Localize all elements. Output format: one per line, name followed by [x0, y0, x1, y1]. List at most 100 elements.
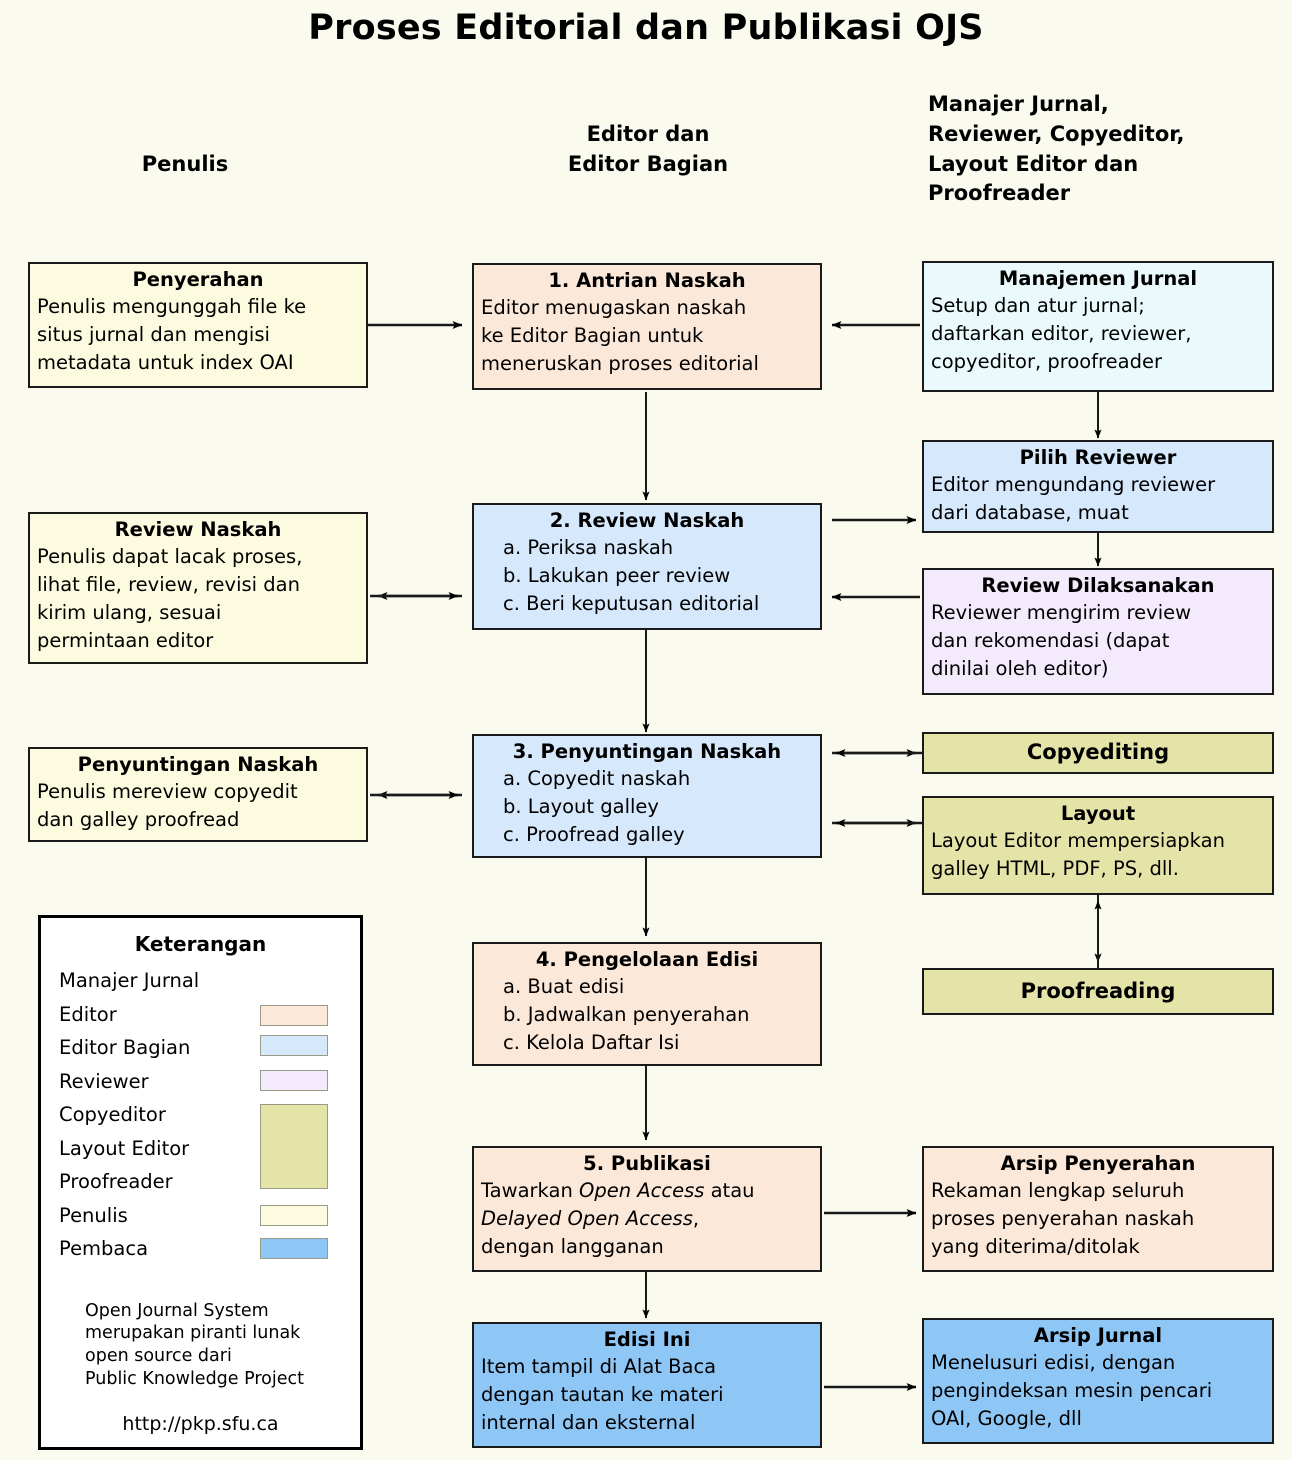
box-layout[interactable]: Layout Layout Editor mempersiapkan galle… — [922, 796, 1274, 895]
box-penyuntingan-naskah-title: 3. Penyuntingan Naskah — [512, 740, 782, 763]
box-review-naskah-penulis-title: Review Naskah — [114, 518, 282, 541]
column-header-staff-line2: Reviewer, Copyeditor, — [928, 121, 1185, 146]
box-edisi-ini[interactable]: Edisi Ini Item tampil di Alat Baca denga… — [472, 1322, 822, 1448]
legend-label-layout-editor: Layout Editor — [59, 1136, 190, 1160]
box-copyediting-title: Copyediting — [1026, 740, 1170, 765]
box-manajemen-jurnal[interactable]: Manajemen Jurnal Setup dan atur jurnal; … — [922, 261, 1274, 392]
box-review-dilaksanakan-line1: Reviewer mengirim review — [931, 601, 1192, 625]
box-penyuntingan-naskah-line1: a. Copyedit naskah — [503, 767, 691, 791]
column-header-staff-line1: Manajer Jurnal, — [928, 92, 1109, 116]
box-edisi-ini-line1: Item tampil di Alat Baca — [481, 1355, 717, 1379]
legend-panel: Keterangan Manajer Jurnal Editor Editor … — [38, 915, 363, 1450]
legend-label-editor-bagian: Editor Bagian — [59, 1036, 191, 1059]
legend-label-copyeditor: Copyeditor — [59, 1103, 166, 1126]
box-antrian-naskah-line3: meneruskan proses editorial — [481, 352, 759, 376]
column-header-editor: Editor dan Editor Bagian — [500, 120, 796, 180]
legend-item-penulis: Penulis — [41, 1199, 360, 1233]
box-publikasi-line2-b: , — [692, 1207, 700, 1231]
legend-item-copyeditor: Copyeditor — [41, 1098, 360, 1189]
legend-item-pembaca: Pembaca — [41, 1232, 360, 1266]
column-header-editor-line2: Editor Bagian — [567, 151, 729, 176]
box-antrian-naskah-line2: ke Editor Bagian untuk — [481, 324, 704, 348]
box-pengelolaan-edisi-line2: b. Jadwalkan penyerahan — [503, 1003, 750, 1027]
box-antrian-naskah[interactable]: 1. Antrian Naskah Editor menugaskan nask… — [472, 263, 822, 390]
box-pilih-reviewer[interactable]: Pilih Reviewer Editor mengundang reviewe… — [922, 440, 1274, 533]
box-manajemen-jurnal-line2: daftarkan editor, reviewer, — [931, 322, 1192, 346]
box-review-naskah[interactable]: 2. Review Naskah a. Periksa naskah b. La… — [472, 503, 822, 630]
box-pengelolaan-edisi-line1: a. Buat edisi — [503, 975, 625, 999]
box-review-dilaksanakan-line2: dan rekomendasi (dapat — [931, 629, 1170, 653]
box-review-dilaksanakan-title: Review Dilaksanakan — [981, 574, 1215, 597]
box-pilih-reviewer-title: Pilih Reviewer — [1019, 446, 1177, 469]
box-review-naskah-penulis[interactable]: Review Naskah Penulis dapat lacak proses… — [28, 512, 368, 664]
legend-label-proofreader: Proofreader — [59, 1170, 173, 1193]
legend-swatch-copyeditor-layout-proofreader — [260, 1104, 328, 1189]
legend-swatch-pembaca — [260, 1238, 328, 1259]
box-publikasi-title: 5. Publikasi — [583, 1152, 711, 1175]
page-title: Proses Editorial dan Publikasi OJS — [308, 8, 984, 48]
box-pengelolaan-edisi-title: 4. Pengelolaan Edisi — [535, 948, 759, 971]
box-penyuntingan-penulis-line1: Penulis mereview copyedit — [37, 780, 298, 804]
legend-url: http://pkp.sfu.ca — [122, 1412, 279, 1435]
legend-swatch-reviewer — [260, 1069, 328, 1091]
box-manajemen-jurnal-title: Manajemen Jurnal — [998, 267, 1198, 290]
box-arsip-penyerahan[interactable]: Arsip Penyerahan Rekaman lengkap seluruh… — [922, 1146, 1274, 1272]
column-header-staff-line3: Layout Editor dan — [928, 151, 1139, 176]
box-publikasi-line3: dengan langganan — [481, 1235, 664, 1259]
column-header-staff-line4: Proofreader — [928, 181, 1071, 206]
box-review-naskah-penulis-line4: permintaan editor — [37, 629, 214, 653]
box-manajemen-jurnal-line3: copyeditor, proofreader — [931, 350, 1162, 374]
box-review-naskah-line1: a. Periksa naskah — [503, 536, 674, 560]
box-penyuntingan-penulis-line2: dan galley proofread — [37, 808, 240, 832]
column-header-staff: Manajer Jurnal, Reviewer, Copyeditor, La… — [928, 90, 1288, 209]
box-penyuntingan-naskah[interactable]: 3. Penyuntingan Naskah a. Copyedit naska… — [472, 734, 822, 858]
box-pilih-reviewer-line1: Editor mengundang reviewer — [931, 473, 1216, 497]
legend-swatch-penulis — [260, 1204, 328, 1226]
legend-rows: Manajer Jurnal Editor Editor Bagian Revi… — [41, 964, 360, 1266]
box-arsip-penyerahan-line2: proses penyerahan naskah — [931, 1207, 1195, 1231]
box-penyerahan-line1: Penulis mengunggah file ke — [37, 295, 307, 319]
box-antrian-naskah-line1: Editor menugaskan naskah — [481, 296, 747, 320]
box-publikasi-line1-em: Open Access — [579, 1179, 705, 1203]
box-arsip-jurnal-line3: OAI, Google, dll — [931, 1407, 1082, 1431]
box-review-dilaksanakan-line3: dinilai oleh editor) — [931, 657, 1109, 681]
box-edisi-ini-title: Edisi Ini — [603, 1328, 691, 1351]
box-proofreading[interactable]: Proofreading — [922, 968, 1274, 1015]
box-penyuntingan-penulis[interactable]: Penyuntingan Naskah Penulis mereview cop… — [28, 747, 368, 842]
box-review-naskah-line2: b. Lakukan peer review — [503, 564, 731, 588]
legend-note-line2: merupakan piranti lunak — [85, 1323, 301, 1344]
box-proofreading-title: Proofreading — [1020, 978, 1176, 1003]
box-penyerahan[interactable]: Penyerahan Penulis mengunggah file ke si… — [28, 262, 368, 388]
box-penyerahan-line3: metadata untuk index OAI — [37, 351, 294, 375]
box-penyuntingan-naskah-line2: b. Layout galley — [503, 795, 659, 819]
box-manajemen-jurnal-line1: Setup dan atur jurnal; — [931, 294, 1145, 318]
legend-item-proofreader: Proofreader — [41, 1165, 360, 1199]
box-antrian-naskah-title: 1. Antrian Naskah — [548, 269, 746, 292]
legend-swatch-editor — [260, 1004, 328, 1026]
box-layout-line2: galley HTML, PDF, PS, dll. — [931, 857, 1179, 881]
legend-label-reviewer: Reviewer — [59, 1069, 149, 1093]
box-review-naskah-penulis-line3: kirim ulang, sesuai — [37, 601, 222, 625]
box-penyuntingan-naskah-line3: c. Proofread galley — [503, 823, 685, 847]
legend-label-penulis: Penulis — [59, 1203, 128, 1227]
box-arsip-penyerahan-line3: yang diterima/ditolak — [931, 1235, 1140, 1259]
legend-label-editor: Editor — [59, 1002, 117, 1026]
box-publikasi[interactable]: 5. Publikasi Tawarkan Open Access atau D… — [472, 1146, 822, 1272]
legend-note-line3: open source dari — [85, 1346, 232, 1366]
box-layout-line1: Layout Editor mempersiapkan — [931, 829, 1225, 853]
box-arsip-jurnal-line2: pengindeksan mesin pencari — [931, 1379, 1213, 1403]
box-penyuntingan-penulis-title: Penyuntingan Naskah — [77, 753, 319, 776]
box-review-naskah-penulis-line1: Penulis dapat lacak proses, — [37, 545, 303, 569]
box-publikasi-line1-b: atau — [704, 1179, 755, 1203]
legend-note: Open Journal System merupakan piranti lu… — [41, 1300, 360, 1391]
box-copyediting[interactable]: Copyediting — [922, 732, 1274, 774]
box-review-dilaksanakan[interactable]: Review Dilaksanakan Reviewer mengirim re… — [922, 568, 1274, 695]
box-arsip-jurnal-line1: Menelusuri edisi, dengan — [931, 1351, 1176, 1375]
box-arsip-jurnal[interactable]: Arsip Jurnal Menelusuri edisi, dengan pe… — [922, 1318, 1274, 1444]
box-pengelolaan-edisi[interactable]: 4. Pengelolaan Edisi a. Buat edisi b. Ja… — [472, 942, 822, 1066]
legend-note-line4: Public Knowledge Project — [85, 1368, 304, 1389]
legend-swatch-editor-bagian — [260, 1035, 328, 1056]
box-pengelolaan-edisi-line3: c. Kelola Daftar Isi — [503, 1031, 680, 1055]
legend-label-pembaca: Pembaca — [59, 1237, 149, 1260]
